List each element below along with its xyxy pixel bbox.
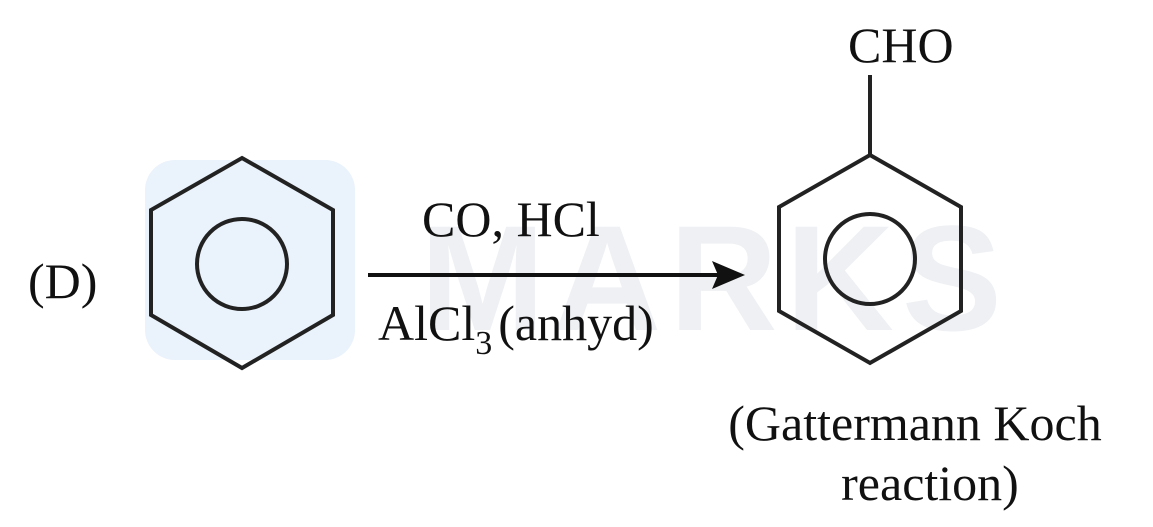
benzene-reactant xyxy=(149,155,335,371)
aromatic-circle xyxy=(195,217,289,311)
watermark-text: MARKS xyxy=(420,194,1010,362)
benzene-ring-hexagon xyxy=(149,155,335,371)
reagent-top: CO, HCl xyxy=(422,191,600,247)
watermark-logo-icon xyxy=(145,160,355,360)
reaction-name-line1: (Gattermann Koch xyxy=(728,395,1101,451)
benzaldehyde-product xyxy=(777,75,963,366)
product-substituent: CHO xyxy=(848,17,954,73)
reagent-bottom-main: AlCl xyxy=(378,295,475,351)
watermark: MARKS xyxy=(145,160,1010,362)
arrow-head-icon xyxy=(712,261,745,289)
compound-label: (D) xyxy=(28,253,97,309)
reaction-arrow xyxy=(368,261,745,289)
reagent-bottom-suffix: (anhyd) xyxy=(498,295,654,351)
reagent-bottom: AlCl3(anhyd) xyxy=(378,295,654,362)
reaction-name-line2: reaction) xyxy=(841,455,1019,511)
reagent-bottom-subscript: 3 xyxy=(475,325,492,362)
aromatic-circle xyxy=(823,212,917,306)
benzene-ring-hexagon xyxy=(777,152,963,366)
